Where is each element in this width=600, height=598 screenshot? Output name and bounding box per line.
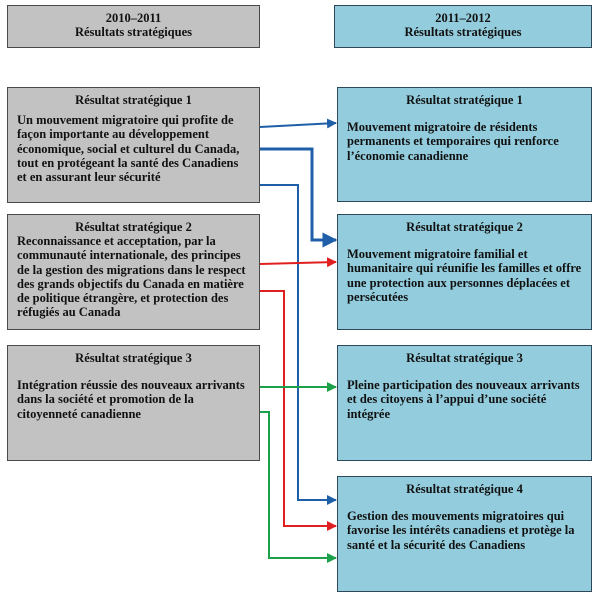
header-right-year: 2011–2012	[435, 11, 491, 25]
new-outcome-1-text: Mouvement migratoire de résidents perman…	[347, 120, 559, 163]
old-outcome-1: Résultat stratégique 1 Un mouvement migr…	[7, 87, 260, 203]
header-2011-2012: 2011–2012 Résultats stratégiques	[334, 5, 592, 48]
arrow-old1-to-new1	[259, 118, 337, 129]
new-outcome-4: Résultat stratégique 4 Gestion des mouve…	[337, 476, 592, 592]
old-outcome-2: Résultat stratégique 2 Reconnaissance et…	[7, 214, 260, 330]
header-left-subtitle: Résultats stratégiques	[74, 25, 192, 39]
new-outcome-1: Résultat stratégique 1 Mouvement migrato…	[337, 87, 592, 202]
old-outcome-2-title: Résultat stratégique 2	[75, 220, 192, 234]
arrow-old2-to-new2	[259, 257, 337, 268]
old-outcome-1-title: Résultat stratégique 1	[75, 93, 192, 107]
old-outcome-3: Résultat stratégique 3 Intégration réuss…	[7, 345, 260, 461]
old-outcome-3-title: Résultat stratégique 3	[75, 351, 192, 365]
arrow-old1-to-new4	[260, 184, 337, 505]
new-outcome-1-title: Résultat stratégique 1	[406, 93, 523, 107]
header-2010-2011: 2010–2011 Résultats stratégiques	[7, 5, 260, 48]
new-outcome-4-title: Résultat stratégique 4	[406, 482, 523, 496]
old-outcome-3-text: Intégration réussie des nouveaux arrivan…	[17, 378, 245, 421]
new-outcome-4-text: Gestion des mouvements migratoires qui f…	[347, 509, 575, 552]
header-right-subtitle: Résultats stratégiques	[404, 25, 522, 39]
arrow-old2-to-new4	[260, 290, 337, 531]
new-outcome-2: Résultat stratégique 2 Mouvement migrato…	[337, 214, 592, 330]
old-outcome-1-text: Un mouvement migratoire qui profite de f…	[17, 113, 240, 185]
arrow-old1-to-new2	[260, 147, 338, 248]
arrow-old3-to-new4	[260, 411, 337, 563]
new-outcome-2-title: Résultat stratégique 2	[406, 220, 523, 234]
new-outcome-3-text: Pleine participation des nouveaux arriva…	[347, 378, 580, 421]
new-outcome-3: Résultat stratégique 3 Pleine participat…	[337, 345, 592, 461]
new-outcome-2-text: Mouvement migratoire familial et humanit…	[347, 247, 582, 304]
old-outcome-2-text: Reconnaissance et acceptation, par la co…	[17, 234, 246, 320]
header-left-year: 2010–2011	[105, 11, 162, 25]
new-outcome-3-title: Résultat stratégique 3	[406, 351, 523, 365]
